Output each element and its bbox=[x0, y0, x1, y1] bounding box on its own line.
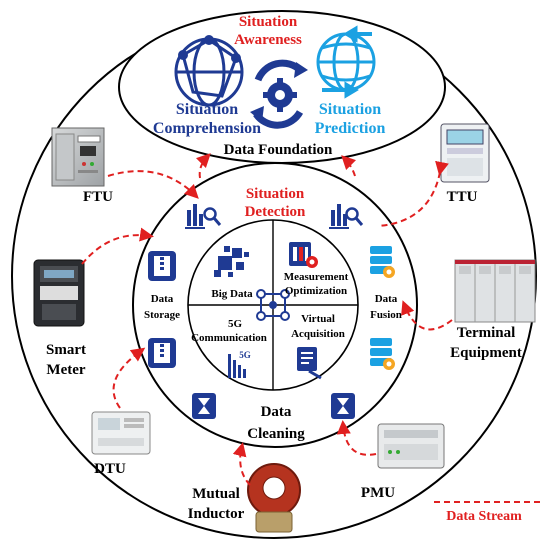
hourglass-icon bbox=[192, 393, 216, 419]
mutual-inductor-label-1: Mutual bbox=[192, 486, 240, 502]
mutual-inductor-image bbox=[247, 463, 301, 533]
stream-pmu bbox=[336, 420, 377, 456]
virtual-label-1: Virtual bbox=[301, 313, 335, 325]
detection-title-2: Detection bbox=[245, 204, 306, 220]
stream-awareness-left bbox=[195, 153, 211, 179]
server-stack-icon bbox=[370, 246, 395, 278]
zip-file-icon bbox=[148, 338, 176, 368]
terminal-label-1: Terminal bbox=[457, 325, 516, 341]
server-stack-icon bbox=[370, 338, 395, 370]
mutual-inductor-label-2: Inductor bbox=[188, 506, 245, 522]
legend-label: Data Stream bbox=[446, 509, 522, 524]
stream-ttu bbox=[377, 160, 449, 227]
data-fusion-label-2: Fusion bbox=[370, 309, 402, 321]
5g-badge: 5G bbox=[239, 350, 251, 360]
stream-ftu bbox=[107, 170, 199, 199]
big-data-icon bbox=[214, 246, 249, 277]
awareness-title-2: Awareness bbox=[234, 32, 302, 48]
prediction-label-2: Prediction bbox=[315, 120, 386, 137]
ftu-label: FTU bbox=[83, 189, 113, 205]
terminal-label-2: Equipment bbox=[450, 345, 522, 361]
awareness-title-1: Situation bbox=[239, 14, 298, 30]
measurement-label-1: Measurement bbox=[284, 271, 349, 283]
terminal-equipment-image bbox=[454, 259, 536, 323]
dtu-label: DTU bbox=[94, 461, 126, 477]
chart-search-icon bbox=[329, 204, 364, 229]
data-fusion-label-1: Data bbox=[375, 293, 398, 305]
smart-meter-label-1: Smart bbox=[46, 342, 86, 358]
communication-label-1: 5G bbox=[228, 318, 243, 330]
stream-terminal bbox=[401, 300, 453, 331]
smart-meter-label-2: Meter bbox=[46, 362, 85, 378]
ftu-device-image bbox=[51, 127, 105, 187]
prediction-label-1: Situation bbox=[319, 101, 381, 118]
measurement-icon bbox=[289, 242, 318, 268]
data-foundation-label: Data Foundation bbox=[224, 142, 333, 158]
communication-label-2: Communication bbox=[191, 332, 267, 344]
pmu-device-image bbox=[377, 423, 445, 469]
data-cleaning-label-1: Data bbox=[261, 404, 292, 420]
dtu-device-image bbox=[91, 411, 151, 455]
virtual-label-2: Acquisition bbox=[291, 328, 345, 340]
stream-dtu bbox=[112, 347, 146, 409]
detection-title-1: Situation bbox=[246, 186, 305, 202]
comprehension-label-2: Comprehension bbox=[153, 120, 261, 137]
globe-arrows-icon bbox=[316, 25, 376, 99]
hourglass-icon bbox=[331, 393, 355, 419]
ttu-label: TTU bbox=[447, 189, 478, 205]
zip-file-icon bbox=[148, 251, 176, 281]
stream-awareness-right bbox=[341, 155, 357, 177]
measurement-label-2: Optimization bbox=[285, 285, 347, 297]
signal-bars-icon bbox=[228, 354, 246, 378]
chart-search-icon bbox=[185, 204, 222, 229]
data-storage-label-1: Data bbox=[151, 293, 174, 305]
pmu-label: PMU bbox=[361, 485, 395, 501]
data-stream-arrows bbox=[81, 153, 540, 503]
big-data-label: Big Data bbox=[211, 288, 253, 300]
comprehension-label-1: Situation bbox=[176, 101, 238, 118]
data-storage-label-2: Storage bbox=[144, 309, 180, 321]
globe-network-icon bbox=[174, 35, 244, 107]
data-cleaning-label-2: Cleaning bbox=[247, 426, 305, 442]
ttu-device-image bbox=[440, 123, 490, 183]
stream-mutual-inductor bbox=[232, 442, 251, 486]
gear-cycle-icon bbox=[250, 59, 308, 129]
smart-meter-device-image bbox=[33, 259, 85, 327]
document-edit-icon bbox=[297, 347, 322, 380]
hub-icon bbox=[256, 289, 290, 321]
